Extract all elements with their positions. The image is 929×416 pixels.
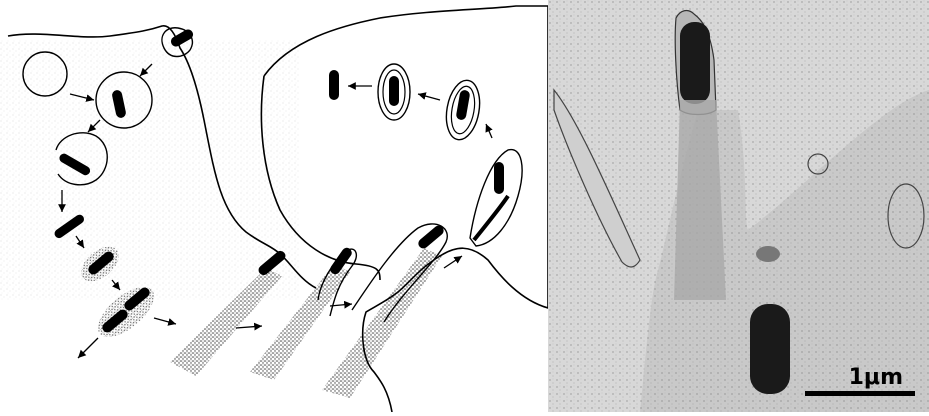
scale-bar — [805, 391, 915, 396]
cell-one-cytoplasm — [0, 40, 300, 300]
scale-bar-label: 1μm — [849, 365, 903, 390]
arrow-13 — [418, 94, 440, 100]
arrow-8 — [154, 318, 176, 324]
arrow-11 — [444, 256, 462, 268]
micrograph-image — [548, 0, 929, 412]
bacterium-vacuole-two — [455, 89, 470, 120]
bacterium-in-cytosol — [750, 304, 790, 394]
residual-actin — [474, 196, 508, 240]
bacterium-in-protrusion — [680, 22, 710, 104]
bacterium-released — [329, 70, 339, 100]
bacterium-protrusion-two — [416, 224, 445, 251]
schematic-panel — [0, 0, 548, 412]
arrow-9 — [236, 326, 262, 328]
micrograph-panel: 1μm — [548, 0, 929, 412]
cell-two-membrane — [264, 6, 548, 412]
arrow-12 — [486, 124, 492, 138]
bacterium-vacuole-three — [389, 76, 399, 106]
bacterium-vacuole-one — [494, 162, 504, 194]
mitochondrion — [756, 246, 780, 262]
arrow-7 — [78, 338, 98, 358]
